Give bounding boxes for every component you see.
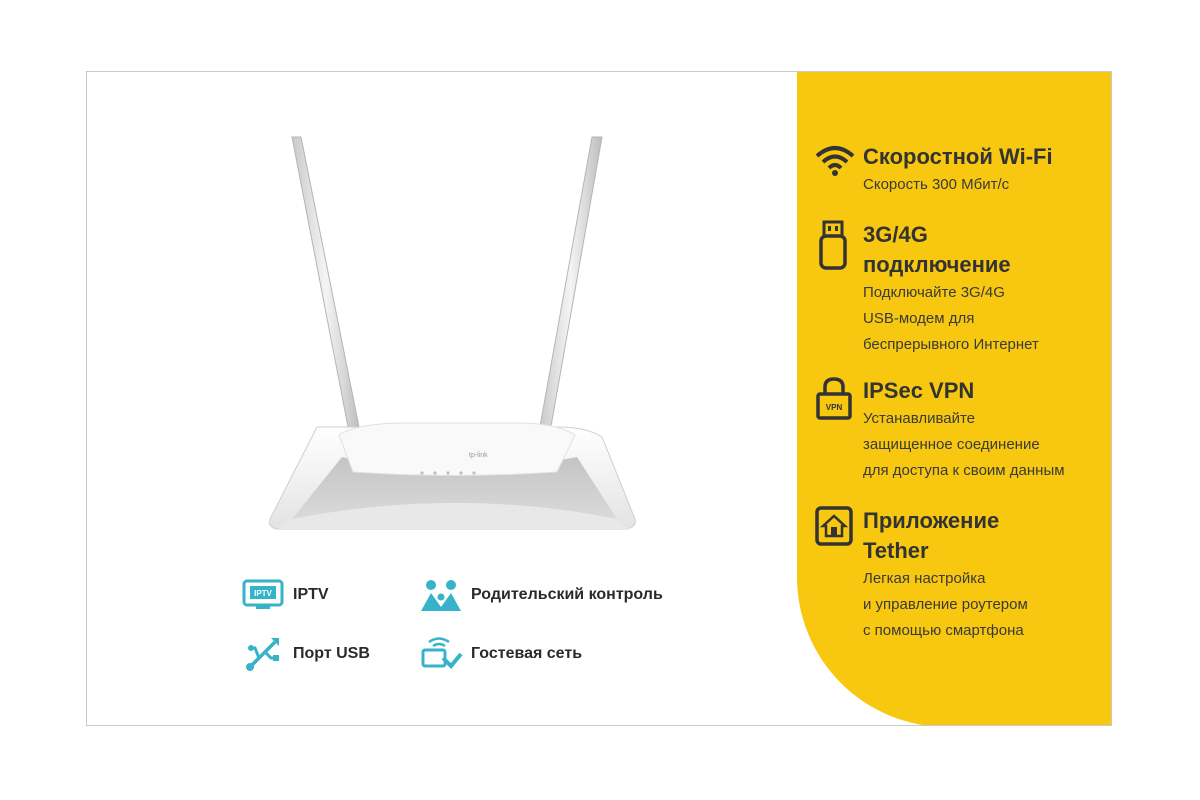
highlight-title: Скоростной Wi-Fi [863,144,1053,169]
highlight-vpn: VPN IPSec VPN Устанавливайте защищенное … [815,376,1105,486]
right-antenna [538,136,603,433]
router-image: tp-link [268,136,636,530]
highlight-title: 3G/4G [863,222,928,247]
highlight-3g4g: 3G/4G подключение Подключайте 3G/4G USB-… [815,220,1105,360]
usb-modem-icon [815,220,853,270]
product-card: tp-link IPTV IPTV Родительский контроль [86,71,1112,726]
highlight-desc: Устанавливайте [863,410,976,427]
usb-port-icon [241,634,285,674]
highlight-wifi: Скоростной Wi-Fi Скорость 300 Мбит/с [815,142,1105,202]
tether-app-icon [815,506,853,550]
feature-usb-port: Порт USB [241,634,370,674]
vpn-lock-icon: VPN [815,376,853,420]
left-antenna [291,136,361,433]
highlight-desc: с помощью смартфона [863,622,1024,639]
highlight-title: IPSec VPN [863,378,975,403]
svg-text:VPN: VPN [826,403,843,412]
router-brand: tp-link [469,452,488,459]
highlight-desc: для доступа к своим данным [863,462,1065,479]
feature-parental-control: Родительский контроль [419,575,663,615]
highlight-title: Приложение [863,508,1000,533]
feature-iptv: IPTV IPTV [241,575,329,615]
feature-label: Порт USB [293,645,370,662]
highlight-desc: Скорость 300 Мбит/с [863,176,1010,193]
wifi-icon [815,142,855,186]
highlight-desc: и управление роутером [863,596,1028,613]
highlight-title: Tether [863,538,929,563]
iptv-icon: IPTV [241,575,285,615]
highlight-desc: USB-модем для [863,310,975,327]
feature-label: Родительский контроль [471,586,663,603]
highlight-tether: Приложение Tether Легкая настройка и упр… [815,506,1105,646]
feature-guest-network: Гостевая сеть [419,634,582,674]
highlight-desc: Легкая настройка [863,570,986,587]
highlight-title: подключение [863,252,1011,277]
highlight-desc: беспрерывного Интернет [863,336,1039,353]
svg-text:IPTV: IPTV [254,589,272,598]
highlight-desc: Подключайте 3G/4G [863,284,1005,301]
parental-control-icon [419,575,463,615]
highlight-desc: защищенное соединение [863,436,1040,453]
feature-label: Гостевая сеть [471,645,583,662]
feature-label: IPTV [293,586,329,603]
guest-network-icon [419,634,463,674]
